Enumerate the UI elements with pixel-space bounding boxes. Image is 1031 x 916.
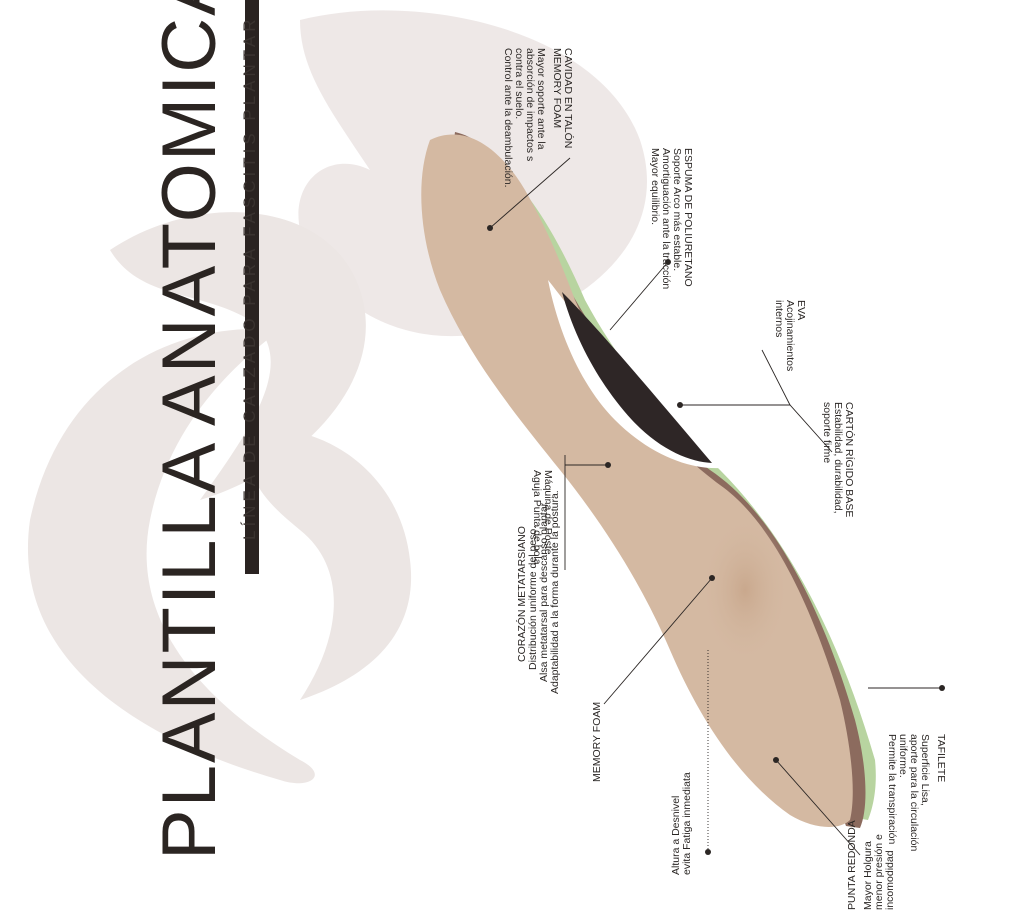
insole-top-surface	[421, 134, 852, 827]
label-espuma: ESPUMA DE POLIURETANO Soporte Arco más e…	[649, 148, 694, 292]
main-title: PLANTILLA ANATOMICA	[147, 0, 232, 860]
subtitle: LÍNEA DE CALZADO PARA FASCITIS PLANTAR	[240, 15, 259, 540]
insole-illustration	[421, 132, 876, 828]
label-carton: CARTÓN RÍGIDO BASE Estabilidad, durabili…	[821, 402, 856, 520]
metatarsal-pad	[700, 515, 790, 665]
label-corazon: CORAZÓN METATARSIANO Distribución unifor…	[515, 490, 561, 694]
label-eva: EVA Acojinamientos internos	[773, 300, 807, 374]
label-altura: Altura a Desnivel evita Fatiga inmediata	[670, 772, 693, 875]
label-tafilete: TAFILETE Superficie Lisa, aporte para la…	[886, 734, 947, 854]
label-memory-foam: MEMORY FOAM	[591, 702, 603, 782]
